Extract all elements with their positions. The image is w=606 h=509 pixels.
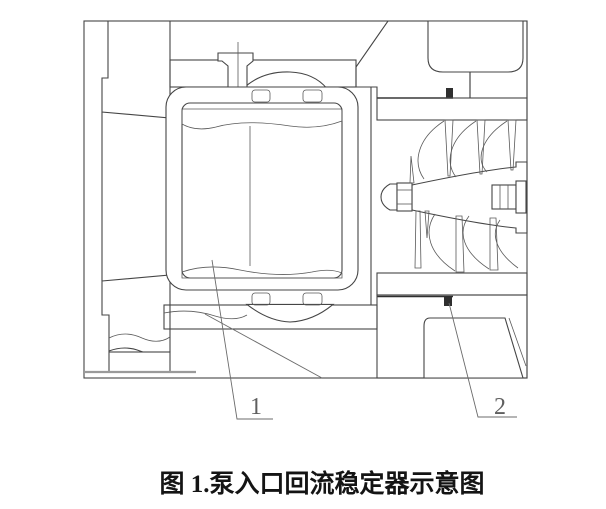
shaft-nut <box>491 184 517 210</box>
leader-line-1 <box>211 259 273 420</box>
inducer-hub <box>411 161 528 234</box>
shaft-collar <box>515 180 527 214</box>
part-2-section-top <box>446 88 453 98</box>
stabilizer-ring <box>165 86 359 291</box>
leader-line-2 <box>448 302 517 418</box>
seal-rings <box>251 89 323 306</box>
stabilizer-sleeve-bottom <box>181 266 343 279</box>
inducer-screw <box>380 119 528 273</box>
pipe-wall-bottom-band <box>163 303 378 330</box>
section-edge-line <box>204 313 323 379</box>
inducer-blade <box>414 210 519 273</box>
part-label-2: 2 <box>494 394 506 420</box>
part-2-section-bottom <box>444 296 452 306</box>
casing-pocket-top <box>427 20 524 73</box>
pump-casing-top-right <box>355 20 528 99</box>
casing-pocket-bottom <box>423 317 524 379</box>
figure-caption: 图 1.泵入口回流稳定器示意图 <box>159 469 484 498</box>
stabilizer-inner-bore <box>181 102 343 279</box>
inducer-nose-cap <box>380 183 398 211</box>
stabilizer-sleeve-top <box>181 108 343 130</box>
inducer-nose-nut <box>396 182 413 212</box>
pump-casing-bottom-right <box>376 294 528 379</box>
inducer-blade <box>409 119 517 184</box>
part-label-1: 1 <box>250 394 262 420</box>
